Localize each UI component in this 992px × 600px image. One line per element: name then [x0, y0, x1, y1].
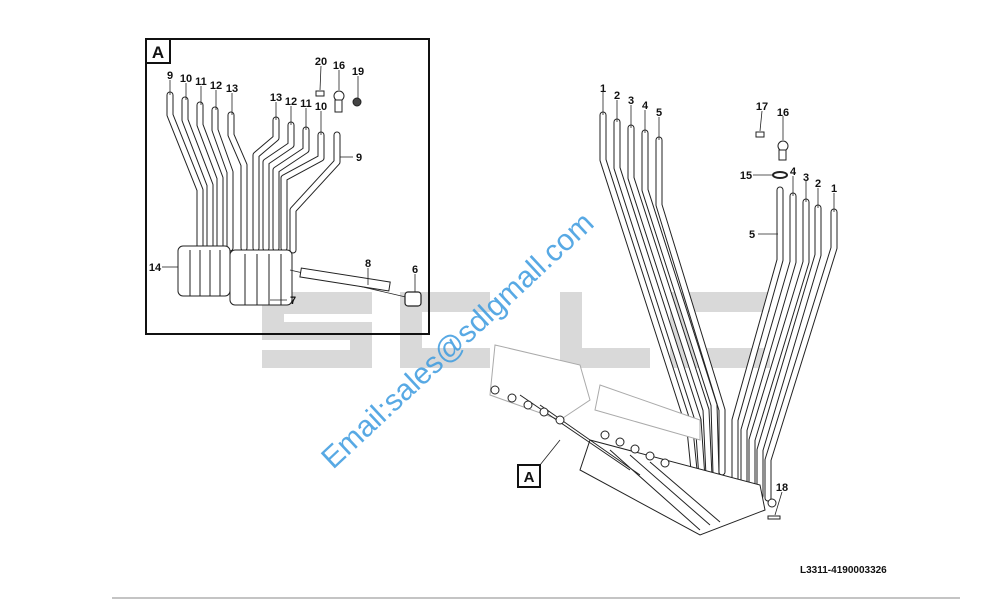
- inset-view-a: A: [145, 38, 430, 335]
- callout-5: 5: [656, 107, 662, 119]
- callout-11: 11: [300, 98, 312, 110]
- inset-callouts: 9 10 11 12 13 13 12 11 10 9 20 16 19 14 …: [149, 56, 418, 307]
- callout-16: 16: [333, 60, 345, 72]
- inset-rods: [166, 91, 341, 254]
- callout-19: 19: [352, 66, 364, 78]
- callout-14: 14: [149, 262, 162, 274]
- callout-7: 7: [290, 295, 296, 307]
- callout-18: 18: [776, 482, 788, 494]
- callout-12: 12: [285, 96, 297, 108]
- callout-4: 4: [790, 166, 797, 178]
- callout-3: 3: [628, 95, 634, 107]
- main-rods-right: [731, 186, 838, 502]
- main-assembly: 1 2 3 4 5 17 16 15 4 3 2 1 5 18 A: [489, 83, 838, 536]
- drawing-code: L3311-4190003326: [800, 565, 887, 576]
- callout-1: 1: [600, 83, 606, 95]
- view-a-label: A: [524, 469, 535, 486]
- callout-1: 1: [831, 183, 837, 195]
- callout-8: 8: [365, 258, 371, 270]
- callout-2: 2: [815, 178, 821, 190]
- main-rods-left: [599, 111, 726, 484]
- callout-9: 9: [167, 70, 173, 82]
- callout-17: 17: [756, 101, 768, 113]
- callout-6: 6: [412, 264, 418, 276]
- main-lever-block: [489, 344, 777, 536]
- main-callouts: 1 2 3 4 5 17 16 15 4 3 2 1 5 18: [600, 83, 837, 494]
- callout-5: 5: [749, 229, 755, 241]
- callout-10: 10: [315, 101, 327, 113]
- callout-3: 3: [803, 172, 809, 184]
- callout-10: 10: [180, 73, 192, 85]
- callout-20: 20: [315, 56, 327, 68]
- sdlg-watermark: [262, 292, 770, 368]
- callout-4: 4: [642, 100, 649, 112]
- inset-lever-block: [177, 245, 293, 306]
- callout-11: 11: [195, 76, 207, 88]
- callout-2: 2: [614, 90, 620, 102]
- callout-12: 12: [210, 80, 222, 92]
- callout-15: 15: [740, 170, 752, 182]
- callout-13: 13: [270, 92, 282, 104]
- inset-label: A: [152, 43, 164, 62]
- callout-9: 9: [356, 152, 362, 164]
- callout-13: 13: [226, 83, 238, 95]
- callout-16: 16: [777, 107, 789, 119]
- inset-rod-end: [315, 90, 362, 113]
